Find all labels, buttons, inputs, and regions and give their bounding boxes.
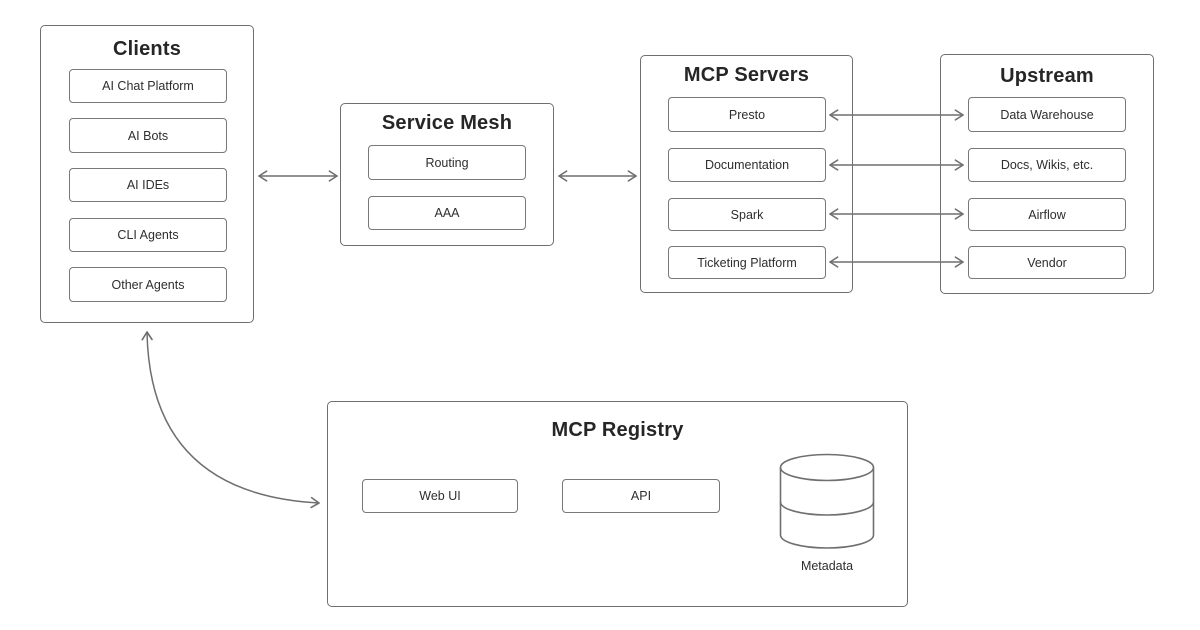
arrow-registry-clients-curved <box>141 331 320 509</box>
node-documentation: Documentation <box>668 148 826 182</box>
node-cli-agents: CLI Agents <box>69 218 227 252</box>
clients-group-title: Clients <box>112 38 182 60</box>
node-api: API <box>562 479 720 513</box>
upstream-group-title: Upstream <box>1000 65 1094 87</box>
mcp-registry-group-title: MCP Registry <box>551 419 684 441</box>
node-ai-bots: AI Bots <box>69 118 227 153</box>
node-routing: Routing <box>368 145 526 180</box>
service-mesh-group-title: Service Mesh <box>381 112 513 134</box>
node-airflow: Airflow <box>968 198 1126 231</box>
node-spark: Spark <box>668 198 826 231</box>
database-cylinder-icon <box>779 453 875 549</box>
node-presto: Presto <box>668 97 826 132</box>
metadata-label: Metadata <box>800 559 854 573</box>
node-ai-ides: AI IDEs <box>69 168 227 202</box>
node-ai-chat-platform: AI Chat Platform <box>69 69 227 103</box>
node-vendor: Vendor <box>968 246 1126 279</box>
node-ticketing-platform: Ticketing Platform <box>668 246 826 279</box>
mcp-servers-group-title: MCP Servers <box>683 64 810 86</box>
node-web-ui: Web UI <box>362 479 518 513</box>
node-aaa: AAA <box>368 196 526 230</box>
node-other-agents: Other Agents <box>69 267 227 302</box>
node-data-warehouse: Data Warehouse <box>968 97 1126 132</box>
node-docs-wikis: Docs, Wikis, etc. <box>968 148 1126 182</box>
